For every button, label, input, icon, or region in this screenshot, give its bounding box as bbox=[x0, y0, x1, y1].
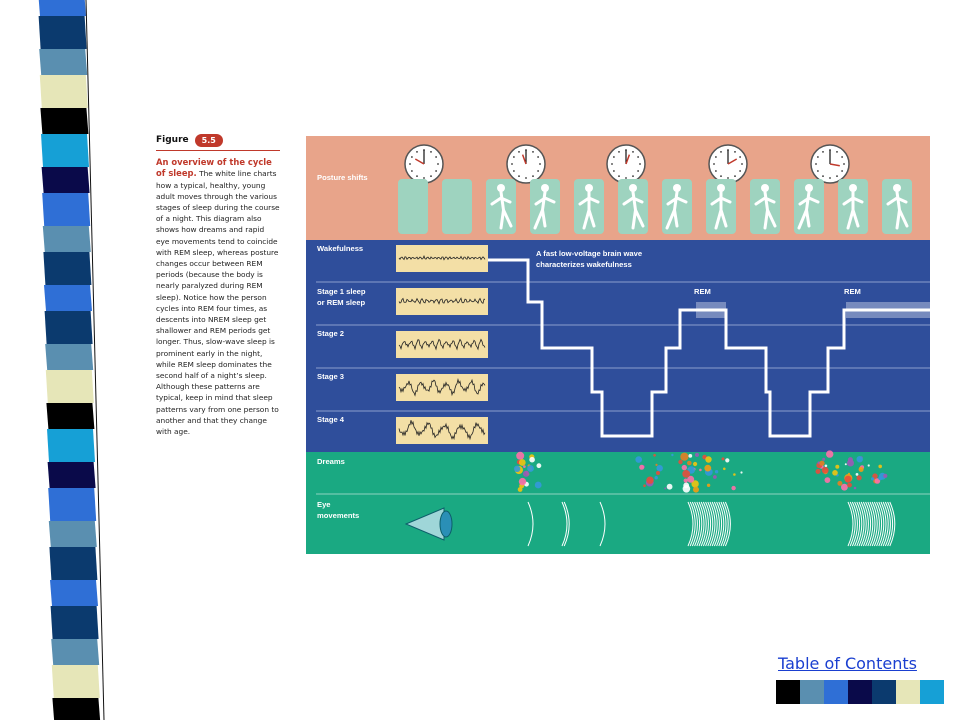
label-stage3: Stage 3 bbox=[317, 372, 344, 381]
figure-number-badge: 5.5 bbox=[194, 134, 223, 148]
clock-icon bbox=[506, 144, 546, 184]
bed-icon bbox=[442, 179, 472, 234]
clock-icon bbox=[708, 144, 748, 184]
sleeper-figure-icon bbox=[838, 179, 868, 234]
figure-caption: Figure 5.5 An overview of the cycle of s… bbox=[156, 134, 280, 437]
table-of-contents-link[interactable]: Table of Contents bbox=[778, 654, 917, 673]
label-wakefulness: Wakefulness bbox=[317, 244, 363, 253]
sleeper-figure-icon bbox=[486, 179, 516, 234]
color-swatch bbox=[824, 680, 848, 704]
sleeper-figure-icon bbox=[574, 179, 604, 234]
sleeper-figure-icon bbox=[706, 179, 736, 234]
eeg-wave bbox=[398, 255, 486, 261]
color-swatch bbox=[800, 680, 824, 704]
eeg-samples bbox=[396, 245, 488, 444]
rem-label-2: REM bbox=[844, 287, 861, 296]
posture-figures bbox=[398, 179, 912, 234]
label-stage4: Stage 4 bbox=[317, 415, 345, 424]
eeg-wave bbox=[398, 378, 486, 397]
eye-movement-arcs bbox=[527, 501, 896, 547]
clock-icon bbox=[606, 144, 646, 184]
annotation-line2: characterizes wakefulness bbox=[536, 260, 632, 269]
sleeper-figure-icon bbox=[662, 179, 692, 234]
color-swatch bbox=[872, 680, 896, 704]
sleeper-figure-icon bbox=[750, 179, 780, 234]
caption-title: An overview of the cycle of sleep. bbox=[156, 157, 272, 179]
sleep-cycle-diagram: Posture shifts Wakefulness Stage 1 sleep… bbox=[306, 136, 930, 554]
sleeper-figure-icon bbox=[794, 179, 824, 234]
label-stage1-line1: Stage 1 sleep bbox=[317, 287, 366, 296]
sleeper-figure-icon bbox=[882, 179, 912, 234]
label-stage2: Stage 2 bbox=[317, 329, 344, 338]
decorative-stripe-bar bbox=[38, 0, 105, 720]
label-eye-line2: movements bbox=[317, 511, 359, 520]
eeg-wave bbox=[398, 338, 486, 351]
color-swatch bbox=[776, 680, 800, 704]
label-posture-shifts: Posture shifts bbox=[317, 173, 368, 182]
clock-icon bbox=[404, 144, 444, 184]
eeg-wave bbox=[398, 420, 486, 441]
eeg-wave bbox=[398, 297, 486, 305]
sleeper-figure-icon bbox=[618, 179, 648, 234]
annotation-line1: A fast low-voltage brain wave bbox=[536, 249, 642, 258]
dream-dots bbox=[513, 450, 888, 493]
rem-label-1: REM bbox=[694, 287, 711, 296]
clock-icon bbox=[810, 144, 850, 184]
color-swatch bbox=[920, 680, 944, 704]
label-eye-line1: Eye bbox=[317, 500, 331, 509]
color-swatch bbox=[896, 680, 920, 704]
sleeper-figure-icon bbox=[530, 179, 560, 234]
color-swatch-row bbox=[776, 680, 944, 704]
caption-body: The white line charts how a typical, hea… bbox=[156, 169, 280, 437]
label-stage1-line2: or REM sleep bbox=[317, 298, 365, 307]
figure-label: Figure bbox=[156, 135, 189, 145]
bed-icon bbox=[398, 179, 428, 234]
color-swatch bbox=[848, 680, 872, 704]
eye-icon bbox=[404, 507, 453, 541]
label-dreams: Dreams bbox=[317, 457, 345, 466]
clocks bbox=[404, 144, 850, 184]
sleep-stage-line bbox=[488, 258, 930, 438]
